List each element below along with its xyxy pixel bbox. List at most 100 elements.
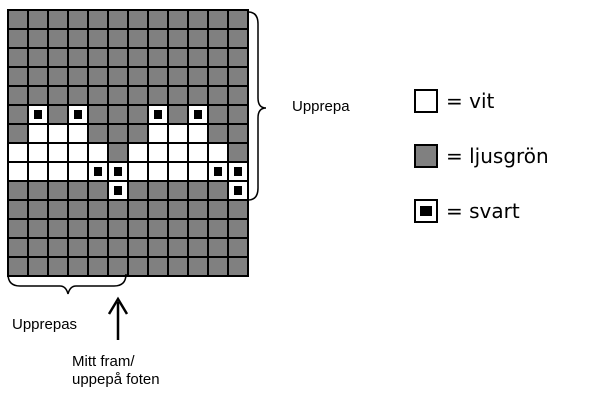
chart-cell-r5-c8: [167, 104, 189, 125]
chart-cell-r0-c4: [87, 9, 109, 30]
chart-cell-r6-c6: [127, 123, 149, 144]
chart-cell-r3-c4: [87, 66, 109, 87]
chart-cell-r12-c4: [87, 237, 109, 258]
chart-cell-r3-c3: [67, 66, 89, 87]
white-swatch-icon: [414, 89, 438, 113]
chart-cell-r13-c11: [227, 256, 249, 277]
chart-cell-r2-c8: [167, 47, 189, 68]
black-stitch-mark: [234, 167, 242, 176]
chart-cell-r7-c1: [27, 142, 49, 163]
black-stitch-mark: [114, 186, 122, 195]
chart-cell-r1-c1: [27, 28, 49, 49]
chart-cell-r11-c10: [207, 218, 229, 239]
black-swatch-icon: [414, 199, 438, 223]
chart-cell-r6-c10: [207, 123, 229, 144]
chart-cell-r0-c7: [147, 9, 169, 30]
chart-cell-r13-c7: [147, 256, 169, 277]
chart-cell-r1-c9: [187, 28, 209, 49]
chart-cell-r1-c0: [7, 28, 29, 49]
chart-cell-r6-c5: [107, 123, 129, 144]
chart-cell-r12-c7: [147, 237, 169, 258]
chart-cell-r10-c1: [27, 199, 49, 220]
black-stitch-mark: [114, 167, 122, 176]
chart-cell-r6-c1: [27, 123, 49, 144]
chart-cell-r6-c9: [187, 123, 209, 144]
chart-cell-r1-c6: [127, 28, 149, 49]
chart-cell-r3-c8: [167, 66, 189, 87]
chart-cell-r5-c6: [127, 104, 149, 125]
chart-cell-r0-c2: [47, 9, 69, 30]
chart-cell-r2-c4: [87, 47, 109, 68]
chart-cell-r0-c1: [27, 9, 49, 30]
chart-cell-r4-c7: [147, 85, 169, 106]
chart-cell-r0-c0: [7, 9, 29, 30]
chart-cell-r0-c9: [187, 9, 209, 30]
legend-text-white: = vit: [446, 89, 495, 113]
chart-cell-r12-c8: [167, 237, 189, 258]
center-label-line1: Mitt fram/: [72, 353, 135, 370]
chart-cell-r10-c8: [167, 199, 189, 220]
chart-cell-r1-c8: [167, 28, 189, 49]
chart-cell-r13-c2: [47, 256, 69, 277]
chart-cell-r3-c9: [187, 66, 209, 87]
chart-cell-r12-c9: [187, 237, 209, 258]
chart-cell-r6-c0: [7, 123, 29, 144]
chart-cell-r6-c11: [227, 123, 249, 144]
chart-cell-r2-c0: [7, 47, 29, 68]
chart-cell-r7-c0: [7, 142, 29, 163]
chart-cell-r10-c6: [127, 199, 149, 220]
chart-cell-r9-c4: [87, 180, 109, 201]
chart-cell-r9-c0: [7, 180, 29, 201]
chart-cell-r9-c6: [127, 180, 149, 201]
chart-cell-r11-c0: [7, 218, 29, 239]
chart-cell-r13-c5: [107, 256, 129, 277]
chart-cell-r12-c5: [107, 237, 129, 258]
chart-cell-r6-c4: [87, 123, 109, 144]
chart-cell-r8-c0: [7, 161, 29, 182]
chart-cell-r7-c2: [47, 142, 69, 163]
chart-cell-r6-c3: [67, 123, 89, 144]
chart-cell-r13-c8: [167, 256, 189, 277]
chart-cell-r4-c5: [107, 85, 129, 106]
chart-cell-r7-c6: [127, 142, 149, 163]
chart-cell-r13-c0: [7, 256, 29, 277]
chart-cell-r7-c5: [107, 142, 129, 163]
black-stitch-mark: [154, 110, 162, 119]
chart-cell-r0-c11: [227, 9, 249, 30]
green-swatch-icon: [414, 144, 438, 168]
legend-text-black: = svart: [446, 199, 520, 223]
chart-cell-r11-c11: [227, 218, 249, 239]
chart-cell-r11-c8: [167, 218, 189, 239]
chart-cell-r0-c5: [107, 9, 129, 30]
chart-cell-r2-c10: [207, 47, 229, 68]
chart-cell-r9-c9: [187, 180, 209, 201]
chart-cell-r7-c9: [187, 142, 209, 163]
chart-cell-r3-c11: [227, 66, 249, 87]
chart-cell-r6-c2: [47, 123, 69, 144]
chart-cell-r2-c1: [27, 47, 49, 68]
chart-cell-r10-c0: [7, 199, 29, 220]
chart-cell-r2-c6: [127, 47, 149, 68]
chart-cell-r12-c10: [207, 237, 229, 258]
chart-cell-r11-c2: [47, 218, 69, 239]
chart-cell-r4-c0: [7, 85, 29, 106]
chart-cell-r1-c4: [87, 28, 109, 49]
chart-cell-r11-c6: [127, 218, 149, 239]
chart-cell-r2-c9: [187, 47, 209, 68]
chart-cell-r9-c10: [207, 180, 229, 201]
chart-cell-r13-c9: [187, 256, 209, 277]
chart-cell-r9-c1: [27, 180, 49, 201]
chart-cell-r3-c1: [27, 66, 49, 87]
chart-cell-r4-c2: [47, 85, 69, 106]
chart-cell-r9-c2: [47, 180, 69, 201]
chart-cell-r6-c7: [147, 123, 169, 144]
chart-cell-r2-c11: [227, 47, 249, 68]
chart-cell-r11-c1: [27, 218, 49, 239]
chart-cell-r3-c7: [147, 66, 169, 87]
chart-cell-r8-c6: [127, 161, 149, 182]
repeat-brace-right: [247, 11, 267, 201]
chart-cell-r4-c3: [67, 85, 89, 106]
chart-cell-r9-c3: [67, 180, 89, 201]
chart-cell-r11-c3: [67, 218, 89, 239]
